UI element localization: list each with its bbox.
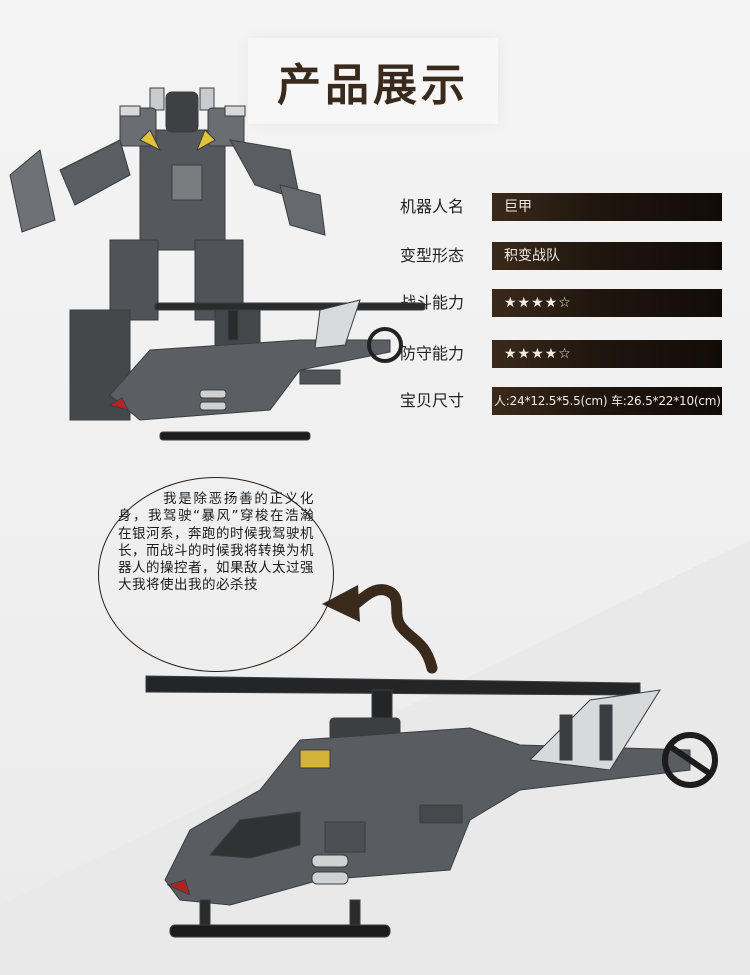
speech-bubble-text: 我是除恶扬善的正义化身，我驾驶“暴风”穿梭在浩瀚在银河系，奔跑的时候我驾驶机长，… <box>118 491 314 594</box>
helicopter-small <box>108 299 426 441</box>
pointer-arrow <box>322 584 438 674</box>
spec-row-defense: 防守能力 ★★★★☆ <box>400 340 722 368</box>
spec-label: 宝贝尺寸 <box>400 391 465 410</box>
spec-row-attack: 战斗能力 ★★★★☆ <box>400 289 722 317</box>
spec-label: 防守能力 <box>400 344 465 363</box>
spec-row-form: 变型形态 积变战队 <box>400 242 722 270</box>
robot-figure <box>9 87 326 421</box>
title-banner: 产品展示 <box>248 38 498 124</box>
spec-row-size: 宝贝尺寸 人:24*12.5*5.5(cm) 车:26.5*22*10(cm) <box>400 387 722 415</box>
spec-label: 变型形态 <box>400 246 465 265</box>
page-title: 产品展示 <box>277 60 469 111</box>
spec-value: 巨甲 <box>492 193 722 221</box>
helicopter-large <box>145 675 718 938</box>
spec-value: 积变战队 <box>492 242 722 270</box>
speech-bubble <box>98 477 334 672</box>
spec-label: 机器人名 <box>400 197 465 216</box>
spec-value-size: 人:24*12.5*5.5(cm) 车:26.5*22*10(cm) <box>492 387 722 415</box>
spec-row-robot-name: 机器人名 巨甲 <box>400 193 722 221</box>
defense-rating-stars: ★★★★☆ <box>492 340 722 368</box>
attack-rating-stars: ★★★★☆ <box>492 289 722 317</box>
